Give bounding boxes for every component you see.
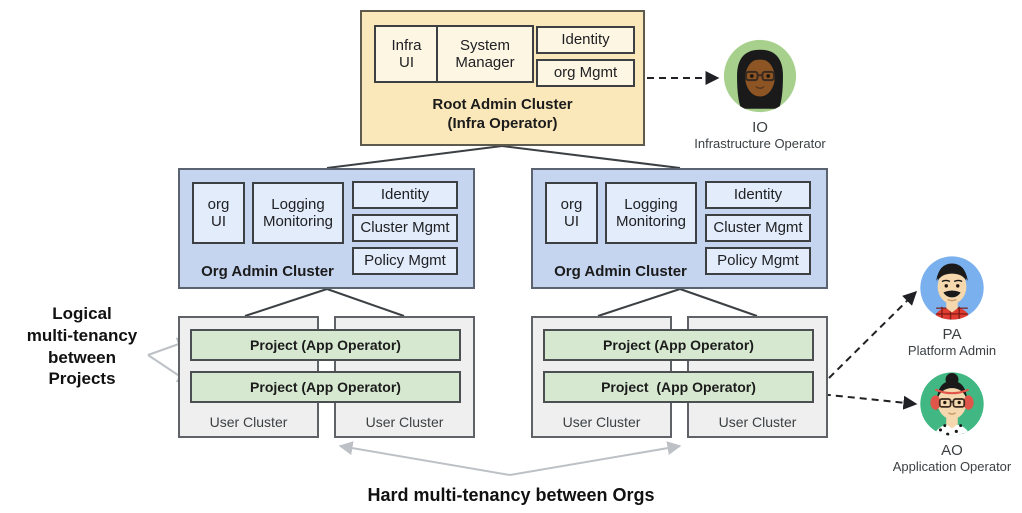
org-admin-cluster-right-title: Org Admin Cluster — [548, 263, 693, 280]
org-left-component-logging-monitoring[interactable]: Logging Monitoring — [252, 182, 344, 244]
user-cluster-right-2-label: User Cluster — [687, 414, 828, 430]
label-line1: org — [560, 195, 583, 213]
label-line2: UI — [211, 213, 226, 230]
root-title-line1: Root Admin Cluster — [432, 96, 573, 113]
persona-ao-avatar — [920, 372, 984, 436]
connector-root-to-org-left — [326, 145, 503, 169]
root-component-infra-ui-label: Infra UI — [391, 37, 421, 72]
project-left-2-label: Project (App Operator) — [250, 379, 401, 395]
label-line1: org — [207, 195, 230, 213]
project-right-1-label: Project (App Operator) — [603, 337, 754, 353]
user-cluster-right-1-label: User Cluster — [531, 414, 672, 430]
connector-org-right-to-uc1 — [597, 288, 681, 317]
org-right-component-org-ui[interactable]: org UI — [545, 182, 598, 244]
label-line2: UI — [398, 54, 414, 71]
user-cluster-left-2-text: User Cluster — [365, 414, 444, 430]
caption-left-line2: multi-tenancy — [26, 325, 138, 345]
org-right-policy-mgmt-label: Policy Mgmt — [717, 252, 799, 270]
caption-left-line3: between — [47, 347, 117, 367]
label-line1: Infra — [391, 36, 422, 54]
org-left-component-identity[interactable]: Identity — [352, 181, 458, 209]
user-cluster-right-1-text: User Cluster — [562, 414, 641, 430]
label-line2: Manager — [455, 54, 515, 71]
project-left-1-label: Project (App Operator) — [250, 337, 401, 353]
persona-io-abbr: IO — [752, 119, 768, 136]
root-component-org-mgmt[interactable]: org Mgmt — [536, 59, 635, 87]
gray-double-arrow-hard-tenancy — [338, 441, 682, 477]
persona-io-role: Infrastructure Operator — [694, 136, 826, 151]
persona-pa-avatar — [920, 256, 984, 320]
persona-pa-role: Platform Admin — [907, 343, 997, 358]
user-cluster-left-1-text: User Cluster — [209, 414, 288, 430]
org-left-cluster-mgmt-label: Cluster Mgmt — [360, 219, 450, 237]
caption-bottom-text: Hard multi-tenancy between Orgs — [367, 485, 655, 505]
root-component-org-mgmt-label: org Mgmt — [553, 64, 618, 82]
user-cluster-right-2-text: User Cluster — [718, 414, 797, 430]
root-component-identity[interactable]: Identity — [536, 26, 635, 54]
org-right-component-logging-monitoring-label: Logging Monitoring — [616, 196, 686, 231]
root-component-system-manager-label: System Manager — [455, 37, 514, 72]
caption-left-line1: Logical — [52, 304, 112, 323]
org-left-identity-label: Identity — [380, 186, 430, 204]
project-right-1[interactable]: Project (App Operator) — [543, 329, 814, 361]
persona-ao-abbr: AO — [941, 442, 963, 459]
root-component-identity-label: Identity — [561, 31, 610, 49]
connector-org-left-to-uc2 — [326, 288, 405, 317]
org-right-title-text: Org Admin Cluster — [554, 263, 687, 280]
org-right-component-identity[interactable]: Identity — [705, 181, 811, 209]
project-left-1[interactable]: Project (App Operator) — [190, 329, 461, 361]
label-line2: UI — [564, 213, 579, 230]
org-left-policy-mgmt-label: Policy Mgmt — [364, 252, 446, 270]
user-cluster-left-2-label: User Cluster — [334, 414, 475, 430]
user-cluster-left-1-label: User Cluster — [178, 414, 319, 430]
connector-org-right-to-uc2 — [679, 288, 758, 317]
org-right-component-org-ui-label: org UI — [561, 196, 583, 231]
org-left-component-org-ui-label: org UI — [208, 196, 230, 231]
root-component-system-manager[interactable]: System Manager — [436, 25, 534, 83]
org-left-title-text: Org Admin Cluster — [201, 263, 334, 280]
label-line1: Logging — [624, 195, 678, 213]
project-right-2-label: Project (App Operator) — [601, 379, 756, 395]
label-line2: Monitoring — [615, 213, 687, 230]
caption-left-line4: Projects — [48, 369, 116, 389]
persona-io: IO Infrastructure Operator — [680, 35, 840, 151]
persona-ao: AO Application Operator — [872, 368, 1022, 474]
root-title-line2: (Infra Operator) — [447, 114, 558, 132]
caption-hard-multitenancy: Hard multi-tenancy between Orgs — [0, 485, 1022, 506]
label-line1: Logging — [271, 195, 325, 213]
persona-pa-abbr: PA — [942, 326, 962, 343]
org-admin-cluster-left-title: Org Admin Cluster — [195, 263, 340, 280]
project-right-2[interactable]: Project (App Operator) — [543, 371, 814, 403]
persona-pa: PA Platform Admin — [872, 252, 1022, 358]
project-left-2[interactable]: Project (App Operator) — [190, 371, 461, 403]
label-line2: Monitoring — [262, 213, 334, 230]
connector-root-to-org-right — [501, 145, 681, 169]
org-right-identity-label: Identity — [733, 186, 783, 204]
label-line1: System — [459, 36, 510, 54]
org-left-component-policy-mgmt[interactable]: Policy Mgmt — [352, 247, 458, 275]
org-right-cluster-mgmt-label: Cluster Mgmt — [713, 219, 803, 237]
org-right-component-logging-monitoring[interactable]: Logging Monitoring — [605, 182, 697, 244]
root-admin-cluster-title: Root Admin Cluster (Infra Operator) — [362, 96, 643, 134]
org-right-component-policy-mgmt[interactable]: Policy Mgmt — [705, 247, 811, 275]
persona-io-avatar — [723, 39, 797, 113]
connector-org-left-to-uc1 — [244, 288, 328, 317]
org-left-component-logging-monitoring-label: Logging Monitoring — [263, 196, 333, 231]
org-right-component-cluster-mgmt[interactable]: Cluster Mgmt — [705, 214, 811, 242]
caption-logical-multitenancy: Logical multi-tenancy between Projects — [12, 303, 152, 390]
root-component-infra-ui[interactable]: Infra UI — [374, 25, 439, 83]
org-left-component-org-ui[interactable]: org UI — [192, 182, 245, 244]
org-left-component-cluster-mgmt[interactable]: Cluster Mgmt — [352, 214, 458, 242]
persona-ao-role: Application Operator — [892, 459, 1012, 474]
